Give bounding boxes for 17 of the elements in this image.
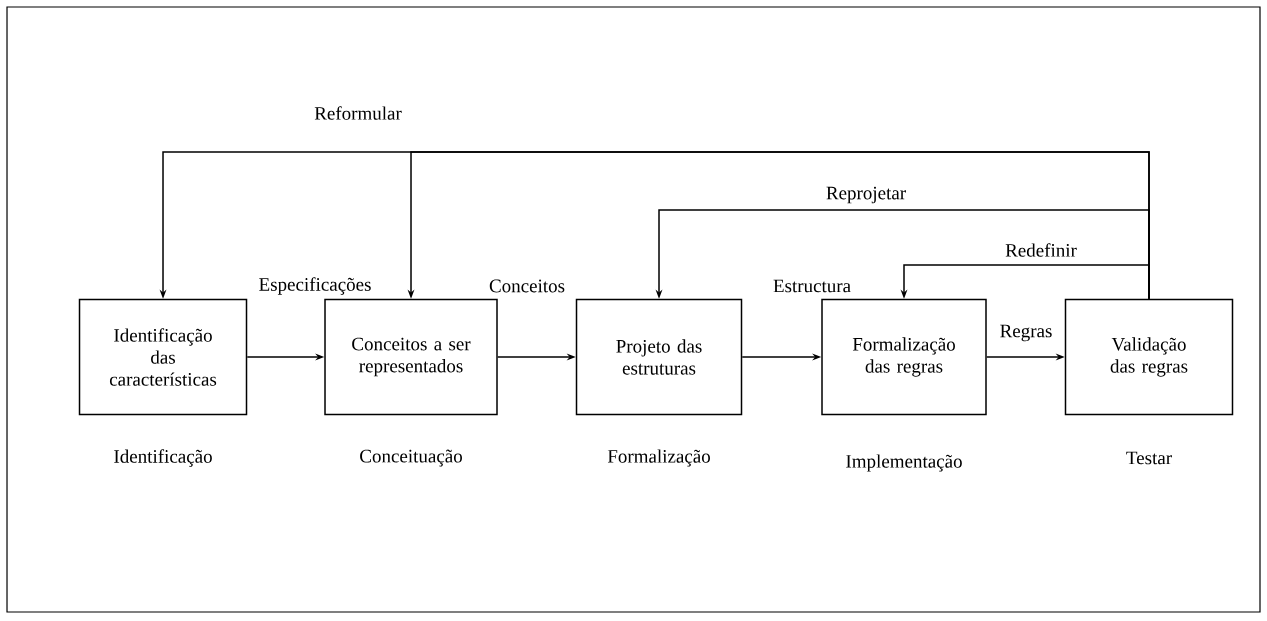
edge-label: Reformular bbox=[313, 105, 403, 121]
stage-label: Implementação bbox=[846, 454, 962, 472]
stage-label: Formalização bbox=[607, 449, 710, 467]
edge-label: Conceitos bbox=[488, 278, 566, 294]
edge-label: Reprojetar bbox=[824, 185, 908, 205]
edge-label: Estructura bbox=[771, 278, 853, 294]
edge-label: Especificações bbox=[257, 276, 373, 296]
process-box: Projeto das estruturas bbox=[575, 298, 743, 416]
edge-label: Regras bbox=[998, 323, 1054, 343]
process-box: Validação das regras bbox=[1064, 298, 1234, 416]
stage-label: Conceituação bbox=[360, 449, 462, 467]
process-box: Formalização das regras bbox=[821, 298, 987, 416]
stage-label: Testar bbox=[1126, 451, 1172, 465]
stage-label: Identificação bbox=[114, 449, 212, 467]
edge-label: Redefinir bbox=[1004, 242, 1078, 258]
process-box: Conceitos a ser representados bbox=[324, 298, 498, 416]
process-box: Identificação das características bbox=[78, 298, 248, 416]
